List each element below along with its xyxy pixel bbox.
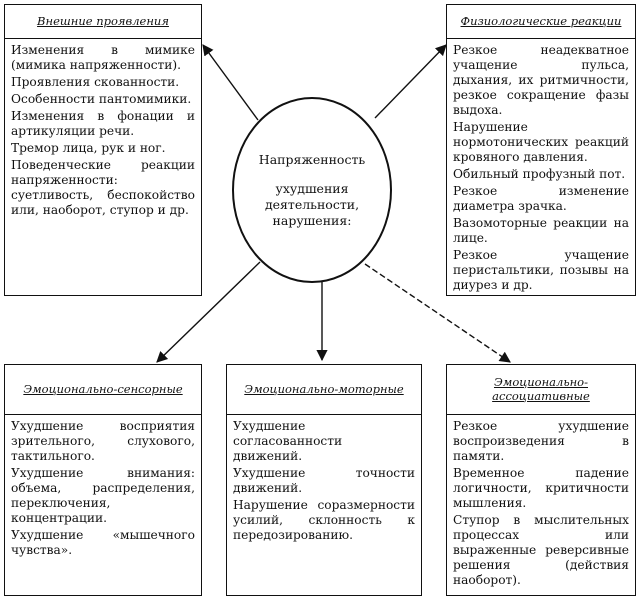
box-header: Внешние проявления bbox=[5, 5, 201, 39]
center-node: Напряженность ухудшения деятельности, на… bbox=[232, 100, 392, 280]
list-item: Ухудшение точности движений. bbox=[233, 466, 415, 495]
list-item: Ухудшение «мышечного чувства». bbox=[11, 528, 195, 557]
list-item: Ухудшение внимания: объема, распределени… bbox=[11, 466, 195, 525]
center-ellipse bbox=[232, 97, 392, 283]
list-item: Резкое неадекватное учащение пульса, дых… bbox=[453, 43, 629, 117]
arrow-to-sensory bbox=[156, 261, 261, 363]
box-header: Эмоционально-сенсорные bbox=[5, 365, 201, 415]
box-emotional-motor: Эмоционально-моторные Ухудшение согласов… bbox=[226, 364, 422, 596]
list-item: Нарушение нормотонических реакций кровян… bbox=[453, 120, 629, 164]
list-item: Обильный профузный пот. bbox=[453, 167, 626, 181]
center-subtitle: ухудшения деятельности, нарушения: bbox=[264, 181, 360, 228]
list-item: Ступор в мыслительных процессах или выра… bbox=[453, 513, 629, 587]
box-title: Эмоционально-моторные bbox=[244, 381, 404, 396]
list-item: Особенности пантомимики. bbox=[11, 92, 192, 106]
box-body: Резкое неадекватное учащение пульса, дых… bbox=[447, 39, 635, 299]
list-item: Ухудшение согласованности движений. bbox=[233, 419, 343, 463]
box-header: Физиологические реакции bbox=[447, 5, 635, 39]
box-header: Эмоционально-моторные bbox=[227, 365, 421, 415]
box-header: Эмоционально-ассоциативные bbox=[447, 365, 635, 415]
list-item: Резкое учащение перистальтики, позывы на… bbox=[453, 248, 629, 292]
list-item: Резкое изменение диаметра зрачка. bbox=[453, 184, 629, 213]
center-title: Напряженность bbox=[258, 151, 366, 167]
box-body: Изменения в мимике (мимика напряженности… bbox=[5, 39, 201, 224]
box-emotional-associative: Эмоционально-ассоциативные Резкое ухудше… bbox=[446, 364, 636, 596]
box-title: Физиологические реакции bbox=[460, 13, 622, 28]
list-item: Ухудшение восприятия зрительного, слухов… bbox=[11, 419, 195, 463]
list-item: Изменения в фонации и артикуляции речи. bbox=[11, 109, 195, 138]
list-item: Резкое ухудшение воспроизведения в памят… bbox=[453, 419, 629, 463]
box-title: Внешние проявления bbox=[37, 13, 169, 28]
box-body: Ухудшение восприятия зрительного, слухов… bbox=[5, 415, 201, 564]
list-item: Тремор лица, рук и ног. bbox=[11, 141, 166, 155]
box-body: Ухудшение согласованности движений. Ухуд… bbox=[227, 415, 421, 549]
arrow-to-external bbox=[202, 44, 259, 121]
list-item: Проявления скованности. bbox=[11, 75, 180, 89]
list-item: Поведенческие реакции напряженности: суе… bbox=[11, 158, 195, 217]
box-emotional-sensory: Эмоционально-сенсорные Ухудшение восприя… bbox=[4, 364, 202, 596]
list-item: Временное падение логичности, критичност… bbox=[453, 466, 629, 510]
list-item: Изменения в мимике (мимика напряженности… bbox=[11, 43, 195, 72]
list-item: Вазомоторные реакции на лице. bbox=[453, 216, 629, 245]
box-physiological-reactions: Физиологические реакции Резкое неадекват… bbox=[446, 4, 636, 296]
box-title: Эмоционально-ассоциативные bbox=[492, 374, 590, 403]
arrow-to-associative bbox=[364, 263, 511, 363]
list-item: Нарушение соразмерности усилий, склоннос… bbox=[233, 498, 415, 542]
box-body: Резкое ухудшение воспроизведения в памят… bbox=[447, 415, 635, 594]
arrow-to-physiological bbox=[374, 44, 447, 119]
box-title: Эмоционально-сенсорные bbox=[23, 381, 183, 396]
box-external-manifestations: Внешние проявления Изменения в мимике (м… bbox=[4, 4, 202, 296]
